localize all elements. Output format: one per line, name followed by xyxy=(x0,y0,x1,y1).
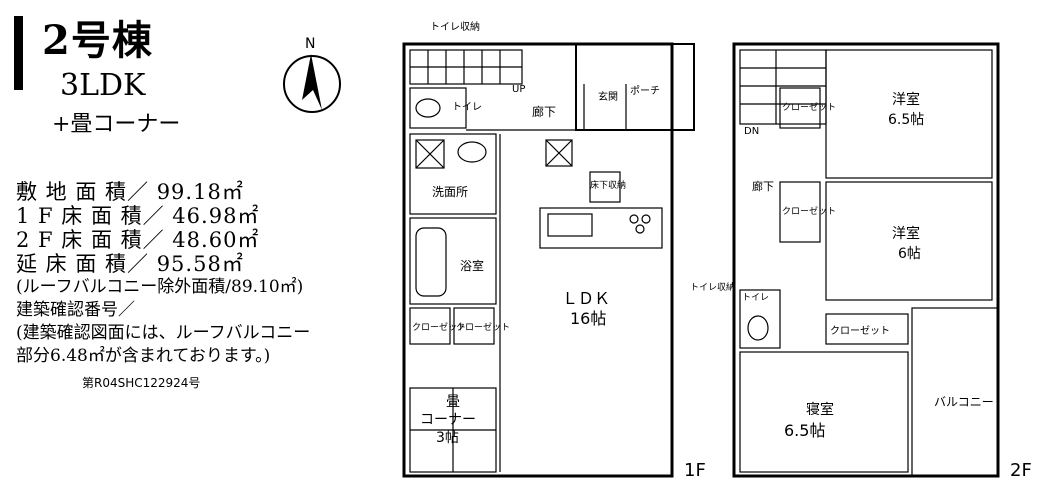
floor1-toilet-icon xyxy=(415,98,441,118)
floor1-toilet-storage-label: トイレ収納 xyxy=(430,20,480,33)
washroom xyxy=(409,133,497,215)
floor2-closet-c-label: クローゼット xyxy=(830,325,890,337)
floor1-toilet-room xyxy=(409,87,467,129)
floor1-closet-b xyxy=(453,307,495,345)
ldk-label: ＬＤＫ xyxy=(562,289,610,308)
compass-north-label: N xyxy=(305,36,315,52)
floor2-toilet-room xyxy=(739,289,781,349)
balcony-label: バルコニー xyxy=(934,395,994,409)
layout-type: 3LDK xyxy=(60,68,146,103)
compass: N xyxy=(283,36,341,113)
ldk-size: 16帖 xyxy=(570,309,606,328)
floor2-closet-b-label: クローゼット xyxy=(782,205,836,217)
underfloor-storage xyxy=(589,171,621,203)
floor1-toilet-label: トイレ xyxy=(452,102,482,113)
western-room-1 xyxy=(825,49,993,179)
floor2-closet-a-label: クローゼット xyxy=(782,101,836,113)
floor2-closet-c xyxy=(825,313,909,345)
permit-number: 第R04SHC122924号 xyxy=(82,376,201,390)
bathtub-icon xyxy=(415,227,447,297)
floor1-closet-a xyxy=(409,307,451,345)
tatami-label: 畳 xyxy=(446,394,460,410)
entrance-label: 玄関 xyxy=(598,90,618,103)
floor2-closet-b xyxy=(779,181,821,243)
permit-note-1: (建築確認図面には、ルーフバルコニー xyxy=(16,323,311,343)
compass-circle xyxy=(283,55,341,113)
floor2-toilet-label: トイレ xyxy=(742,293,769,303)
floor2-area: 2 F 床 面 積／ 48.60㎡ xyxy=(16,228,260,252)
room2-size: 6帖 xyxy=(898,246,921,262)
western-room-2 xyxy=(825,181,993,301)
floor2-closet-a xyxy=(779,87,821,129)
bedroom-label: 寝室 xyxy=(806,401,834,418)
floor2-hall-label: 廊下 xyxy=(752,179,774,193)
floor1-closet-a-label: クローゼット xyxy=(412,321,466,333)
building-title: 2号棟 xyxy=(42,17,153,64)
floor1-label: 1F xyxy=(684,460,706,481)
total-area: 延 床 面 積／ 95.58㎡ xyxy=(16,252,244,276)
underfloor-label: 床下収納 xyxy=(590,179,626,191)
bedroom-size: 6.5帖 xyxy=(784,421,825,440)
room1-label: 洋室 xyxy=(892,91,920,108)
floor1-closet-b-label: クローゼット xyxy=(456,321,510,333)
sink-icon xyxy=(457,141,487,163)
roof-balcony-note: (ルーフバルコニー除外面積/89.10㎡) xyxy=(16,277,304,297)
balcony xyxy=(911,307,999,477)
permit-note-2: 部分6.48㎡が含まれております。) xyxy=(16,346,271,366)
room2-label: 洋室 xyxy=(892,225,920,242)
title-bar xyxy=(14,16,23,90)
floor2-toilet-icon xyxy=(747,315,769,341)
washroom-label: 洗面所 xyxy=(432,185,468,199)
floor1-outline xyxy=(402,42,674,478)
bedroom xyxy=(739,351,909,473)
room1-size: 6.5帖 xyxy=(888,112,924,128)
layout-extra: +畳コーナー xyxy=(52,112,181,137)
floor2-stairs xyxy=(739,49,827,125)
site-area: 敷 地 面 積／ 99.18㎡ xyxy=(16,180,244,204)
compass-arrow-icon xyxy=(302,54,322,110)
kitchen-sink-icon xyxy=(547,213,593,237)
floor2-outline xyxy=(732,42,1000,478)
tatami-size: 3帖 xyxy=(436,430,459,446)
kitchen-counter xyxy=(539,207,663,249)
floor2-label: 2F xyxy=(1010,460,1032,481)
floor1-hall-label: 廊下 xyxy=(532,104,556,119)
floor1-up-label: UP xyxy=(512,84,525,95)
permit-heading: 建築確認番号／ xyxy=(16,300,135,320)
bath-label: 浴室 xyxy=(460,258,484,273)
floor1-area: 1 F 床 面 積／ 46.98㎡ xyxy=(16,204,260,228)
bathroom xyxy=(409,217,497,305)
tatami-label-2: コーナー xyxy=(420,412,476,428)
floor2-toilet-storage-label: トイレ収納 xyxy=(690,281,735,293)
floor2-dn-label: DN xyxy=(744,126,759,137)
floor1-stairs xyxy=(409,49,523,85)
porch-label: ポーチ xyxy=(630,85,660,97)
